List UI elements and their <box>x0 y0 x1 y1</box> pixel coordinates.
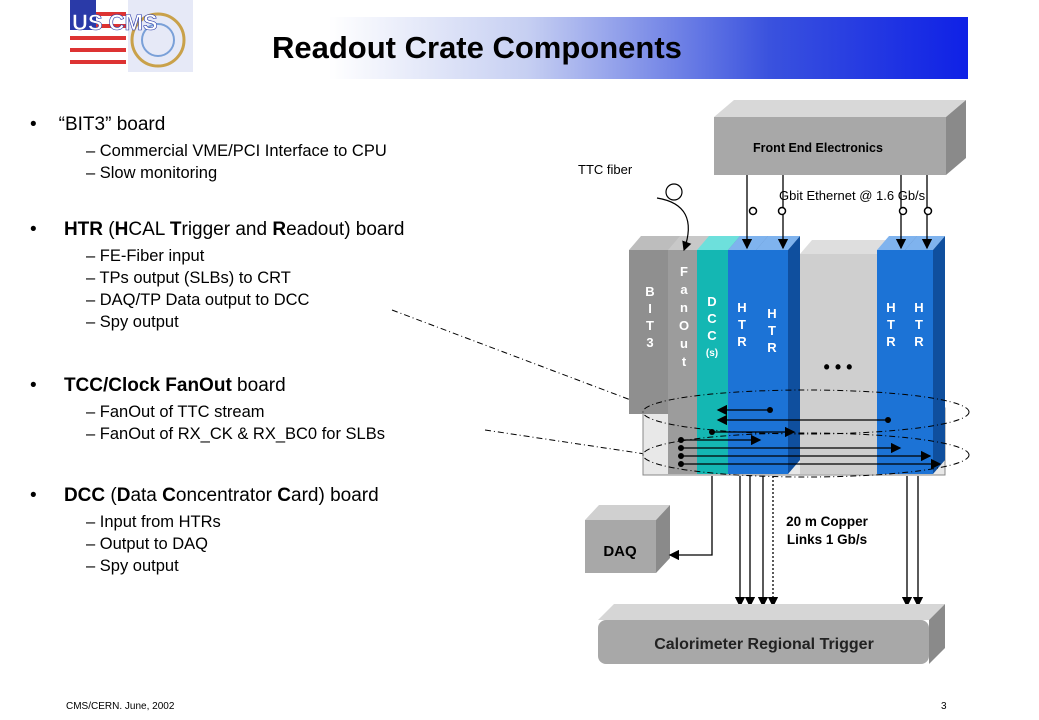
empty-slot <box>800 254 880 474</box>
callout-line-fanout <box>484 429 653 458</box>
svg-text:O: O <box>679 318 689 333</box>
svg-text:3: 3 <box>646 335 653 350</box>
svg-text:H: H <box>914 300 923 315</box>
svg-text:T: T <box>768 323 776 338</box>
ttc-ellipse <box>642 389 970 435</box>
card-htr-4 <box>905 236 945 474</box>
svg-text:F: F <box>680 264 688 279</box>
front-end-box: Front End Electronics <box>714 100 966 175</box>
daq-box: DAQ <box>585 505 670 573</box>
sub-item: – Spy output <box>86 313 179 331</box>
clock-ellipse <box>642 432 970 478</box>
copper-label-2: Links 1 Gb/s <box>787 532 867 547</box>
svg-text:n: n <box>680 300 688 315</box>
sub-item: – FanOut of RX_CK & RX_BC0 for SLBs <box>86 425 385 443</box>
title-bar <box>258 17 968 79</box>
svg-text:T: T <box>646 318 654 333</box>
sub-item: – Slow monitoring <box>86 164 218 182</box>
svg-text:I: I <box>648 301 652 316</box>
sub-item: – TPs output (SLBs) to CRT <box>86 269 291 287</box>
callout-line-htr <box>391 309 653 410</box>
front-end-label: Front End Electronics <box>753 141 883 155</box>
footer-date: CMS/CERN. June, 2002 <box>66 701 175 712</box>
bullet-title-htr: HTR (HCAL Trigger and Readout) board <box>63 219 405 240</box>
daq-label: DAQ <box>603 543 637 560</box>
ttc-fiber-label: TTC fiber <box>578 162 633 177</box>
card-htr-2 <box>756 236 800 474</box>
svg-text:C: C <box>707 311 717 326</box>
svg-text:H: H <box>886 300 895 315</box>
svg-text:(s): (s) <box>706 348 718 359</box>
sub-item: – Input from HTRs <box>86 513 221 531</box>
sub-item: – Output to DAQ <box>86 535 208 553</box>
bullet-title-dcc: DCC (Data Concentrator Card) board <box>63 485 379 506</box>
svg-text:B: B <box>645 284 654 299</box>
crt-box: Calorimeter Regional Trigger <box>598 604 945 664</box>
sub-item: – Spy output <box>86 557 179 575</box>
bullet-section-htr: • HTR (HCAL Trigger and Readout) board –… <box>30 219 405 331</box>
bullet-title-tcc: TCC/Clock FanOut board <box>63 375 286 396</box>
svg-text:R: R <box>767 340 777 355</box>
svg-text:R: R <box>737 334 747 349</box>
logo-text: US CMS <box>72 10 158 35</box>
crt-label: Calorimeter Regional Trigger <box>654 636 874 653</box>
svg-text:R: R <box>886 334 896 349</box>
svg-text:T: T <box>915 317 923 332</box>
bullet-section-bit3: •“BIT3” board – Commercial VME/PCI Inter… <box>30 114 387 182</box>
sub-item: – FE-Fiber input <box>86 247 205 265</box>
svg-text:u: u <box>680 336 688 351</box>
uscms-logo: US CMS <box>66 0 193 72</box>
ttc-fiber-connector <box>665 183 683 201</box>
sub-item: – FanOut of TTC stream <box>86 403 265 421</box>
svg-text:R: R <box>914 334 924 349</box>
svg-text:C: C <box>707 328 717 343</box>
more-cards-ellipsis: • • • <box>824 357 853 377</box>
svg-text:T: T <box>738 317 746 332</box>
dcc-to-daq-line <box>668 476 713 561</box>
svg-text:T: T <box>887 317 895 332</box>
svg-text:H: H <box>767 306 776 321</box>
bullet-section-dcc: • DCC (Data Concentrator Card) board – I… <box>30 485 379 575</box>
svg-text:a: a <box>680 282 688 297</box>
svg-text:t: t <box>682 354 687 369</box>
sub-item: – DAQ/TP Data output to DCC <box>86 291 310 309</box>
svg-text:H: H <box>737 300 746 315</box>
ttc-fiber-line <box>656 197 692 252</box>
bullet-section-tcc: • TCC/Clock FanOut board – FanOut of TTC… <box>30 375 385 443</box>
svg-text:D: D <box>707 294 716 309</box>
page-title: Readout Crate Components <box>272 30 682 65</box>
sub-item: – Commercial VME/PCI Interface to CPU <box>86 142 387 160</box>
gbit-ethernet-label: Gbit Ethernet @ 1.6 Gb/s <box>779 188 926 203</box>
bullet-title-bit3: “BIT3” board <box>58 114 166 135</box>
page-number: 3 <box>941 701 947 712</box>
copper-label-1: 20 m Copper <box>786 514 869 529</box>
